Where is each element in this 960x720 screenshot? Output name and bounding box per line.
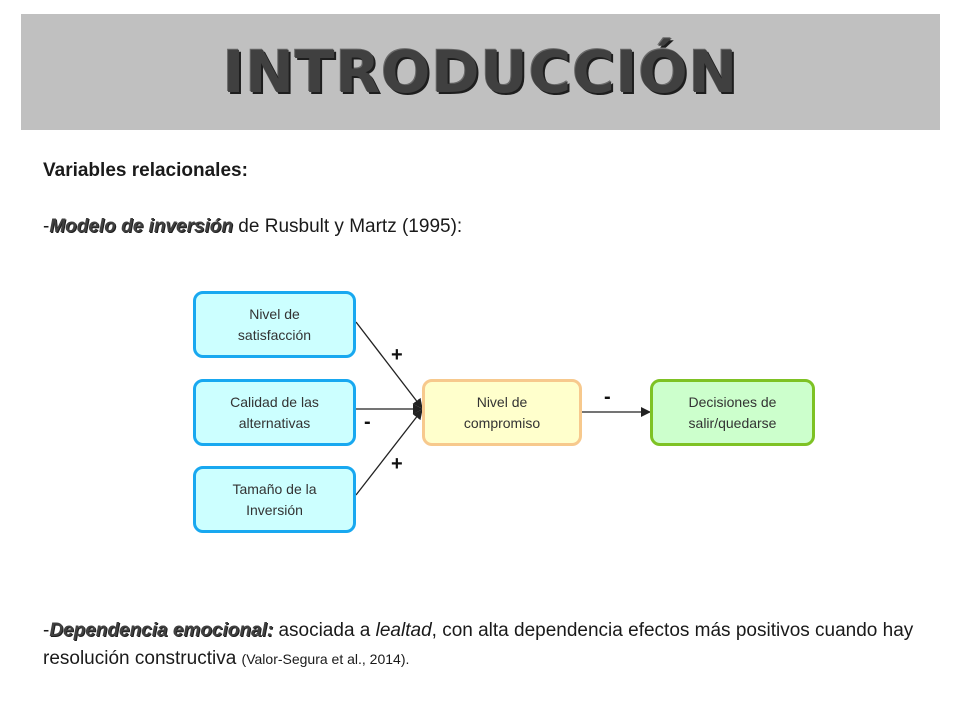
slide-title: INTRODUCCIÓN [222,38,739,106]
section-heading: Variables relacionales: [43,160,248,181]
model-line-rest: de Rusbult y Martz (1995): [233,216,463,237]
node-satisfaction-label: Nivel de satisfacción [237,305,312,343]
dep-prefix: - [43,620,50,641]
sign-commitment: - [604,386,611,408]
node-commitment: Nivel de compromiso [422,379,582,446]
model-line-emphasis: Modelo de inversión [49,216,234,237]
sign-satisfaction: + [391,344,403,366]
node-decisions: Decisiones de salir/quedarse [650,379,815,446]
node-alternatives-label: Calidad de las alternativas [230,393,319,431]
node-investment: Tamaño de la Inversión [193,466,356,533]
dep-citation: (Valor-Segura et al., 2014). [241,651,410,667]
model-line: -Modelo de inversión de Rusbult y Martz … [43,214,462,240]
dep-part1: asociada a [273,620,376,641]
model-line-prefix: - [43,216,50,237]
node-investment-label: Tamaño de la Inversión [232,480,317,518]
dep-italic-word: lealtad [375,620,432,641]
sign-investment: + [391,453,403,475]
node-satisfaction: Nivel de satisfacción [193,291,356,358]
title-band: INTRODUCCIÓN [21,14,940,130]
node-commitment-label: Nivel de compromiso [463,393,541,431]
node-decisions-label: Decisiones de salir/quedarse [688,393,777,431]
sign-alternatives: - [364,411,371,433]
dependence-paragraph: -Dependencia emocional: asociada a lealt… [43,617,933,673]
dep-part2: , con alta dependencia efectos más posit… [43,620,914,669]
arrow-investment-to-commitment [355,409,423,496]
dep-emphasis: Dependencia emocional: [49,620,274,641]
arrow-satisfaction-to-commitment [355,321,423,409]
node-alternatives: Calidad de las alternativas [193,379,356,446]
